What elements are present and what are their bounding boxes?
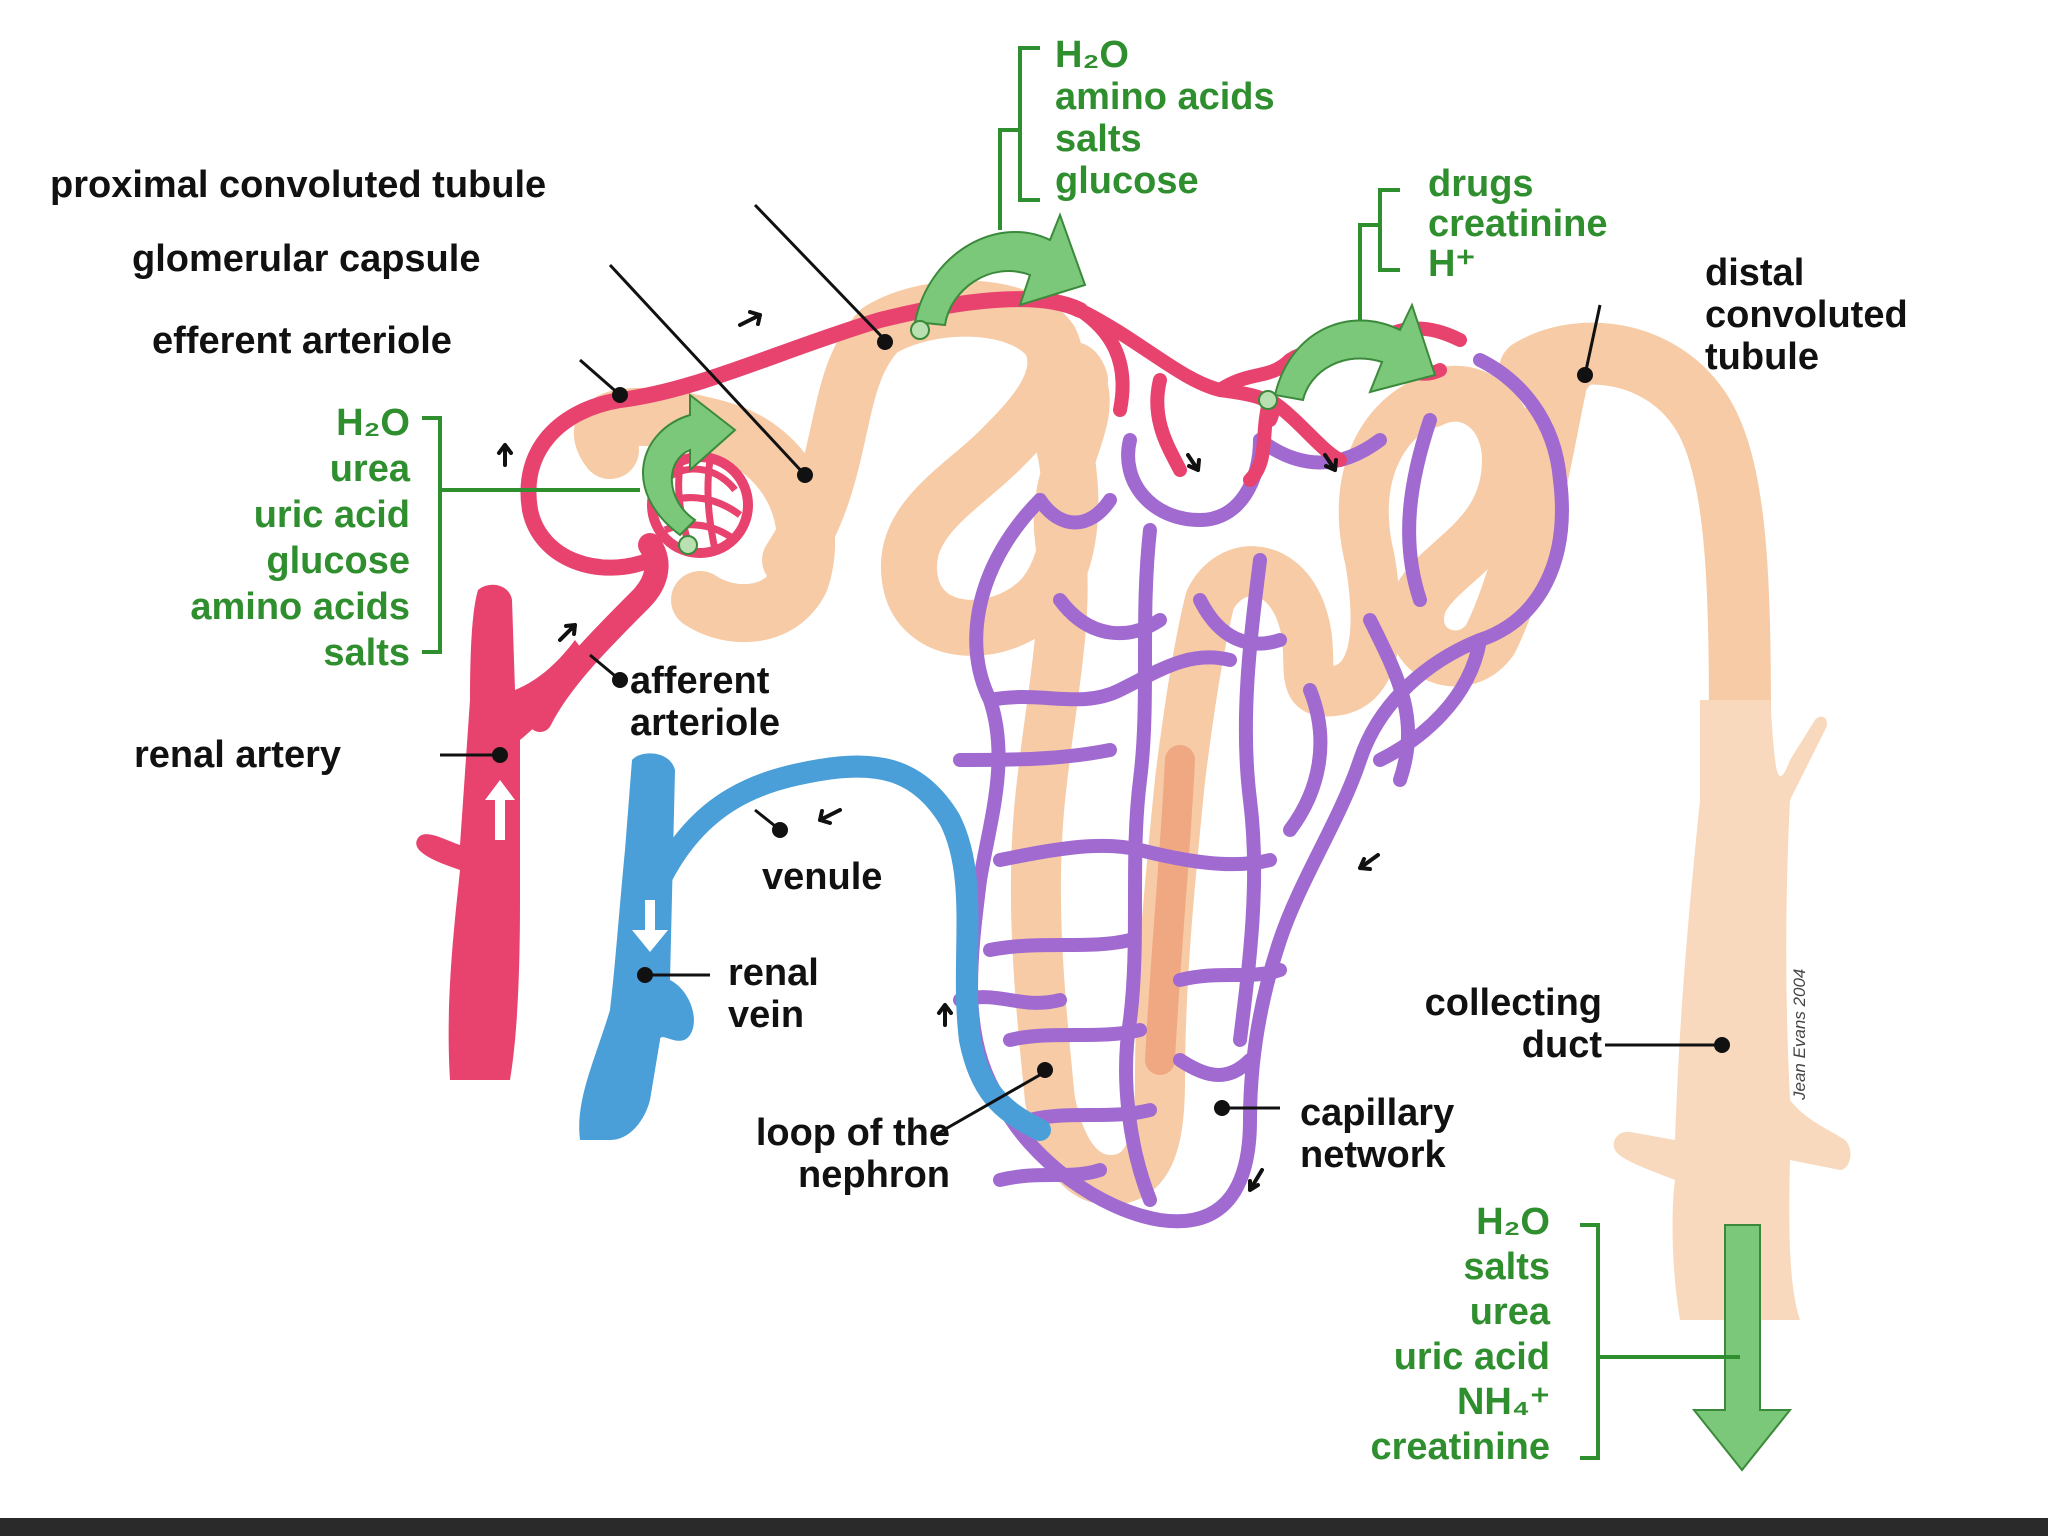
label-renal-artery: renal artery (134, 734, 342, 776)
leader-dots (492, 334, 1730, 1116)
label-afferent-line1: afferent (630, 660, 770, 702)
label-distal-line3: tubule (1705, 336, 1819, 378)
glomerular-capsule (574, 387, 836, 643)
label-capillary-network: capillary network (1300, 1092, 1454, 1176)
venous-drainage (579, 753, 1051, 1141)
label-renal-vein-line2: vein (728, 994, 805, 1036)
loop-ascending-shade (1145, 745, 1195, 1075)
bottom-strip (0, 1518, 2048, 1536)
venule-vessel (649, 755, 1051, 1141)
label-loop-line1: loop of the (755, 1112, 950, 1154)
efferent-arteriole-vessel (520, 291, 1088, 576)
filtration-item: H₂O (336, 402, 410, 444)
exchange-dots (678, 320, 1278, 555)
urine-item: urea (1469, 1291, 1550, 1333)
filtration-item: uric acid (253, 494, 410, 536)
blood-flow-arrows (485, 780, 668, 952)
label-collecting-line1: collecting (1424, 982, 1602, 1024)
label-renal-vein-line1: renal (728, 952, 819, 994)
secretion-bracket (1358, 188, 1400, 320)
reabsorption-item: H₂O (1055, 34, 1129, 76)
label-venule: venule (762, 856, 883, 898)
urine-item: uric acid (1393, 1336, 1550, 1378)
urine-bracket (1580, 1223, 1740, 1460)
label-capillary-line2: network (1300, 1134, 1446, 1176)
filtration-item: urea (329, 448, 410, 490)
urine-output-arrow (1691, 1224, 1793, 1472)
transport-arrows (642, 212, 1793, 1472)
capillary-network (953, 353, 1569, 1229)
label-capillary-line1: capillary (1300, 1092, 1455, 1134)
secretion-item: H⁺ (1428, 243, 1476, 285)
leader-lines (440, 203, 1720, 1137)
filtration-list: H₂O urea uric acid glucose amino acids s… (80, 400, 410, 676)
label-collecting-line2: duct (1521, 1024, 1602, 1066)
label-distal-convoluted-tubule: distal convoluted tubule (1705, 252, 1908, 378)
reabsorption-item: salts (1055, 118, 1142, 160)
urine-item: NH₄⁺ (1456, 1381, 1550, 1423)
reabsorption-item: amino acids (1055, 76, 1275, 118)
label-renal-vein: renal vein (728, 952, 819, 1036)
proximal-tubule (762, 280, 1108, 656)
secretion-arrow (1273, 302, 1437, 402)
label-glomerular-capsule: glomerular capsule (132, 238, 481, 280)
label-afferent-line2: arteriole (630, 702, 780, 744)
label-proximal-convoluted-tubule: proximal convoluted tubule (50, 164, 547, 206)
label-loop-line2: nephron (798, 1154, 950, 1196)
brackets (422, 46, 1740, 1460)
artist-credit: Jean Evans 2004 (1790, 968, 1809, 1100)
collecting-duct (1613, 700, 1851, 1320)
filtration-item: glucose (266, 540, 410, 582)
filtration-item: amino acids (190, 586, 410, 628)
label-efferent-arteriole: efferent arteriole (152, 320, 452, 362)
label-distal-line2: convoluted (1705, 294, 1908, 336)
urine-item: creatinine (1370, 1426, 1550, 1468)
reabsorption-list: H₂O amino acids salts glucose (1055, 34, 1275, 202)
secretion-item: creatinine (1428, 203, 1608, 245)
reabsorption-bracket (998, 46, 1040, 230)
filtration-item: salts (323, 632, 410, 674)
urine-list: H₂O salts urea uric acid NH₄⁺ creatinine (1250, 1200, 1550, 1470)
urine-item: H₂O (1476, 1201, 1550, 1243)
label-afferent-arteriole: afferent arteriole (630, 660, 780, 744)
label-distal-line1: distal (1705, 252, 1805, 294)
secretion-list: drugs creatinine H⁺ (1428, 164, 1608, 284)
connecting-tubule (1499, 322, 1771, 781)
filtration-arrow (642, 392, 737, 537)
reabsorption-item: glucose (1055, 160, 1199, 202)
filtration-bracket (422, 416, 640, 654)
label-loop-of-nephron: loop of the nephron (666, 1112, 950, 1196)
label-collecting-duct: collecting duct (1340, 982, 1602, 1066)
urine-item: salts (1463, 1246, 1550, 1288)
direction-arrows (497, 310, 1380, 1192)
renal-vein-vessel (579, 753, 694, 1140)
secretion-item: drugs (1428, 163, 1534, 205)
loop-descending (1010, 355, 1135, 1205)
reabsorption-arrow (913, 212, 1087, 327)
